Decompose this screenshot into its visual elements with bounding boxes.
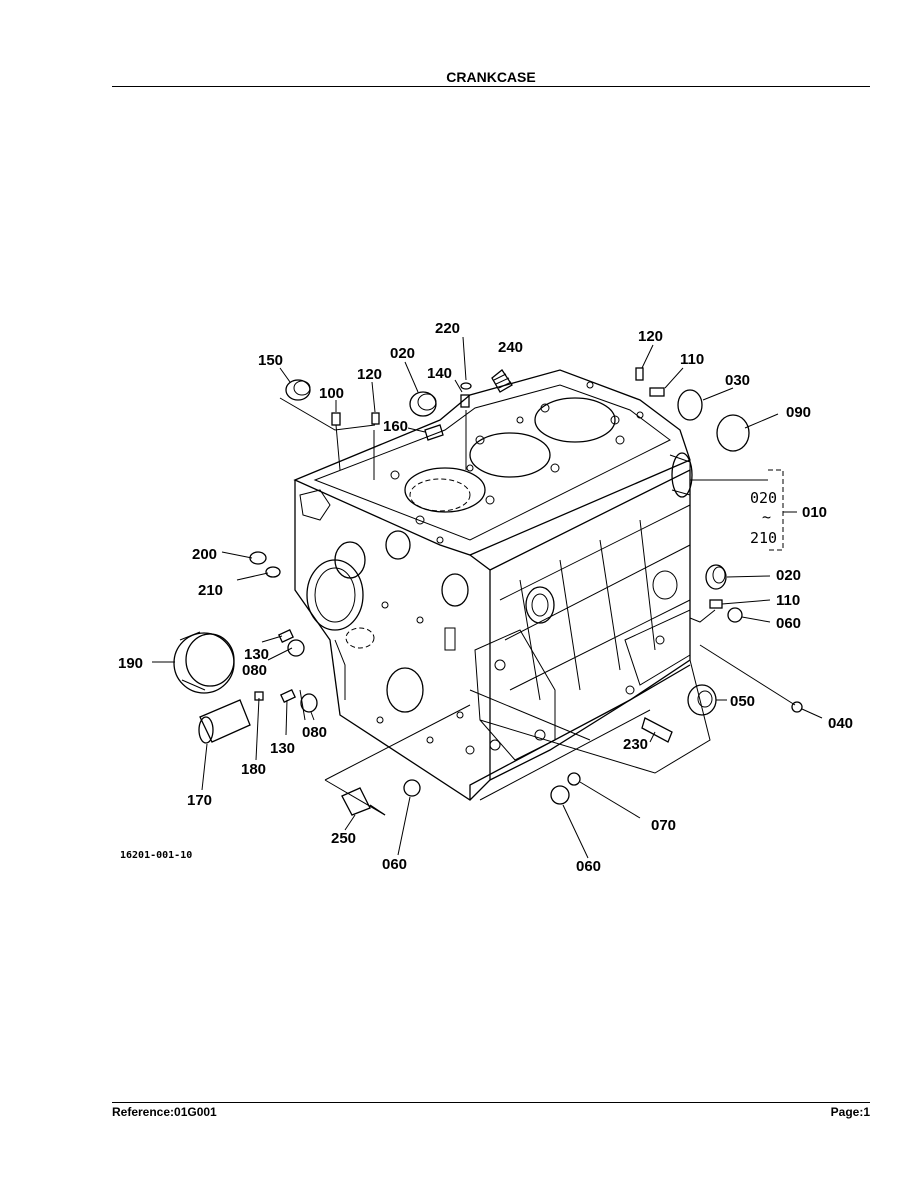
callout-070: 070: [651, 817, 676, 834]
callout-080: 080: [242, 662, 267, 679]
callout-060: 060: [776, 615, 801, 632]
page-title: CRANKCASE: [446, 69, 536, 85]
callout-050: 050: [730, 693, 755, 710]
callout-140: 140: [427, 365, 452, 382]
bracket-range-tilde: ~: [762, 508, 771, 526]
callout-230: 230: [623, 736, 648, 753]
leader-lines: [152, 336, 823, 859]
callout-180: 180: [241, 761, 266, 778]
callout-labels: 220 240 120 150 020 140 120 110 100 030 …: [118, 320, 853, 875]
callout-120: 120: [638, 328, 663, 345]
footer-rule: [112, 1102, 870, 1103]
callout-100: 100: [319, 385, 344, 402]
bracket-range-end: 210: [750, 529, 777, 547]
callout-170: 170: [187, 792, 212, 809]
callout-190: 190: [118, 655, 143, 672]
callout-250: 250: [331, 830, 356, 847]
figure-id: 16201-001-10: [120, 850, 192, 861]
callout-060: 060: [382, 856, 407, 873]
callout-080: 080: [302, 724, 327, 741]
callout-040: 040: [828, 715, 853, 732]
callout-120: 120: [357, 366, 382, 383]
callout-210: 210: [198, 582, 223, 599]
callout-110: 110: [680, 351, 704, 368]
callout-160: 160: [383, 418, 408, 435]
callout-020: 020: [776, 567, 801, 584]
callout-240: 240: [498, 339, 523, 356]
callout-200: 200: [192, 546, 217, 563]
header-rule: [112, 86, 870, 87]
loose-parts: [173, 367, 803, 816]
reference-label: Reference:01G001: [112, 1105, 217, 1119]
page-number: Page:1: [830, 1105, 870, 1119]
callout-060: 060: [576, 858, 601, 875]
callout-220: 220: [435, 320, 460, 337]
callout-150: 150: [258, 352, 283, 369]
callout-090: 090: [786, 404, 811, 421]
callout-130: 130: [270, 740, 295, 757]
callout-110: 110: [776, 592, 800, 609]
bracket-range-start: 020: [750, 489, 777, 507]
callout-130: 130: [244, 646, 269, 663]
callout-010: 010: [802, 504, 827, 521]
crankcase-block: [293, 369, 693, 801]
callout-030: 030: [725, 372, 750, 389]
callout-020: 020: [390, 345, 415, 362]
